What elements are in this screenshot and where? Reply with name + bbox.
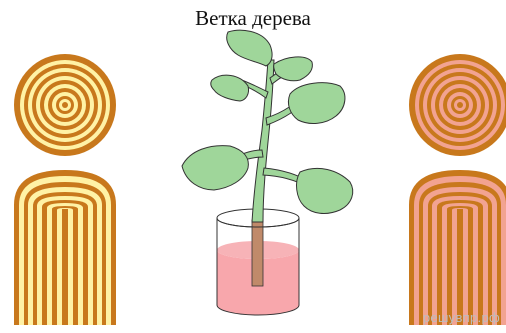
branch-in-glass-icon [182,30,353,315]
left-log-cross-section-icon [14,54,116,156]
left-log-side-icon [14,170,116,325]
watermark-text: решувпр.рф [423,310,500,325]
right-log-side-icon [409,170,506,325]
right-log-cross-section-icon [409,54,506,156]
